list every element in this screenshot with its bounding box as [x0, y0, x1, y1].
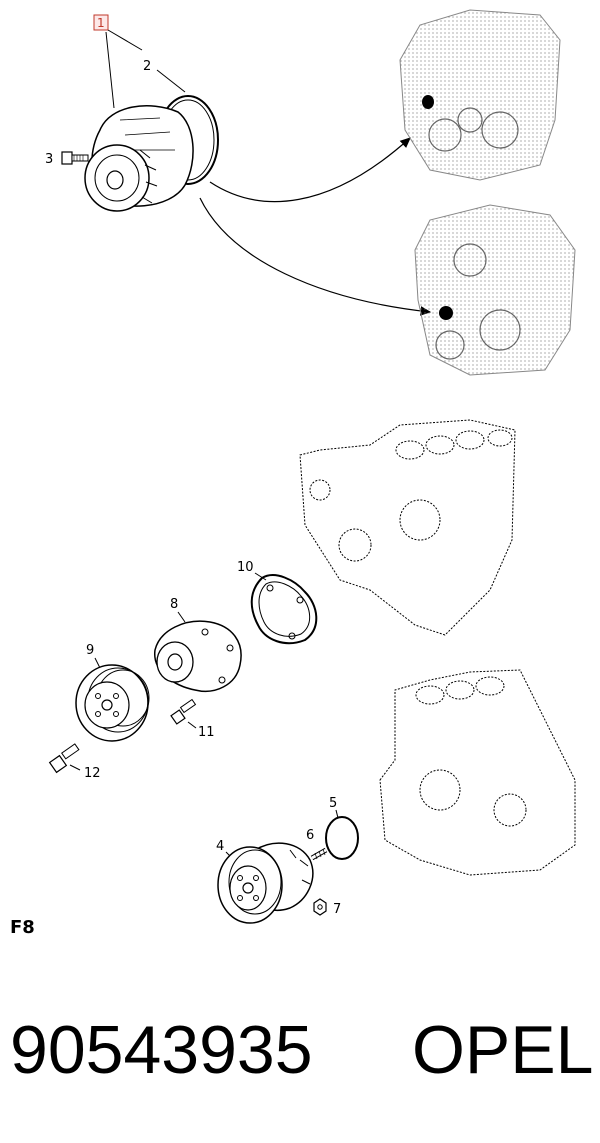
water-pump-assembly-bottom: 5 6 4 7 — [216, 796, 359, 924]
callout-4: 4 — [216, 839, 224, 854]
stud-6 — [310, 847, 328, 861]
water-pump-assembly-middle: 10 8 9 11 — [48, 560, 318, 781]
callout-5: 5 — [329, 796, 337, 811]
pump-location-marker-1 — [422, 95, 434, 109]
bolt-3 — [61, 151, 89, 165]
nut-7 — [313, 898, 327, 916]
callout-8: 8 — [170, 597, 178, 612]
callout-3: 3 — [45, 152, 53, 167]
water-pump-assembly-top: 1 2 3 — [45, 14, 432, 316]
section-code: F8 — [10, 917, 35, 938]
pump-location-marker-2 — [439, 306, 453, 320]
part-number: 90543935 — [10, 1012, 313, 1088]
callout-9: 9 — [86, 643, 94, 658]
callout-12: 12 — [84, 766, 101, 781]
callout-2: 2 — [143, 59, 151, 74]
callout-6: 6 — [306, 828, 314, 843]
callout-10: 10 — [237, 560, 254, 575]
o-ring-5 — [325, 816, 359, 860]
engine-block-2 — [379, 669, 576, 876]
arrow-to-engine-1 — [209, 137, 411, 203]
callout-7: 7 — [333, 902, 341, 917]
callout-box-1 — [93, 14, 109, 31]
pulley-9 — [75, 664, 150, 742]
water-pump-4 — [217, 842, 314, 924]
bolt-11 — [170, 698, 197, 725]
arrow-to-engine-2 — [199, 197, 432, 316]
brand-name: OPEL — [412, 1012, 594, 1088]
bolt-12 — [48, 743, 80, 774]
engine-view-1 — [399, 9, 561, 181]
engine-view-2 — [414, 204, 576, 376]
callout-1: 1 — [97, 16, 105, 30]
pump-gasket-10 — [250, 574, 318, 645]
callout-11: 11 — [198, 725, 215, 740]
engine-block-1 — [299, 419, 516, 636]
